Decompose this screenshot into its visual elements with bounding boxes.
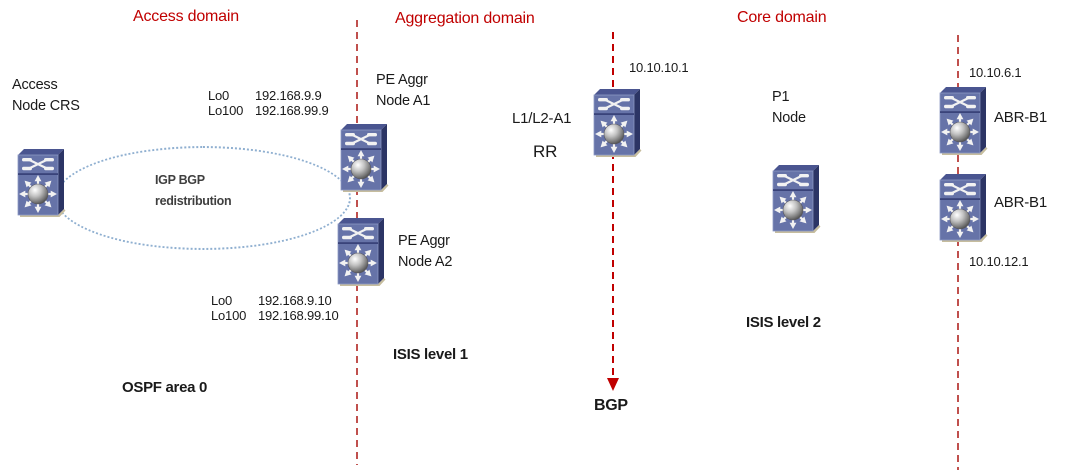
rr-ip-label: 10.10.10.1 xyxy=(629,60,689,75)
rr-node-label: L1/L2-A1 xyxy=(512,110,572,127)
loopbacks-a1: Lo0 192.168.9.9 Lo100 192.168.99.9 xyxy=(208,88,329,118)
isis-level1-label: ISIS level 1 xyxy=(393,346,468,363)
bgp-label: BGP xyxy=(594,397,628,414)
loopbacks-a2: Lo0 192.168.9.10 Lo100 192.168.99.10 xyxy=(211,293,339,323)
p1-node-label: P1 Node xyxy=(772,89,806,126)
access-crs-label: Access Node CRS xyxy=(12,77,80,114)
abr-b1-top-label: ABR-B1 xyxy=(994,109,1047,126)
loopback-if: Lo0 xyxy=(211,293,233,308)
loopback-ip: 192.168.9.10 xyxy=(258,293,332,308)
loopback-if: Lo100 xyxy=(208,102,244,118)
loopback-ip: 192.168.9.9 xyxy=(255,88,322,103)
pe-aggr-a2-label: PE Aggr Node A2 xyxy=(398,233,453,270)
router-icon-pe-aggr-a1 xyxy=(337,122,389,194)
ospf-area-label: OSPF area 0 xyxy=(122,379,208,396)
abr-b1-bottom-ip-label: 10.10.12.1 xyxy=(969,254,1029,269)
pe-aggr-a1-label: PE Aggr Node A1 xyxy=(376,72,431,109)
rr-role-label: RR xyxy=(533,142,558,161)
loopback-ip: 192.168.99.10 xyxy=(258,307,339,323)
loopback-if: Lo0 xyxy=(208,88,230,103)
bgp-arrowhead-icon xyxy=(607,378,619,391)
router-icon-p1-node xyxy=(769,163,821,235)
loopback-ip: 192.168.99.9 xyxy=(255,102,329,118)
router-icon-access-crs xyxy=(14,147,66,219)
router-icon-abr-b1-top xyxy=(936,85,988,157)
domain-title-aggregation: Aggregation domain xyxy=(395,10,535,27)
abr-b1-bottom-label: ABR-B1 xyxy=(994,194,1047,211)
domain-title-core: Core domain xyxy=(737,9,827,26)
loopback-if: Lo100 xyxy=(211,307,247,323)
isis-level2-label: ISIS level 2 xyxy=(746,314,821,331)
dashed-boundary-line-right xyxy=(957,35,959,470)
router-icon-rr-l1l2-a1 xyxy=(590,87,642,159)
router-icon-abr-b1-bottom xyxy=(936,172,988,244)
router-icon-pe-aggr-a2 xyxy=(334,216,386,288)
igp-bgp-redistribution-label: IGP BGP redistribution xyxy=(155,173,232,208)
domain-title-access: Access domain xyxy=(133,8,239,25)
abr-b1-top-ip-label: 10.10.6.1 xyxy=(969,65,1022,80)
bgp-arrow-line xyxy=(612,32,614,378)
